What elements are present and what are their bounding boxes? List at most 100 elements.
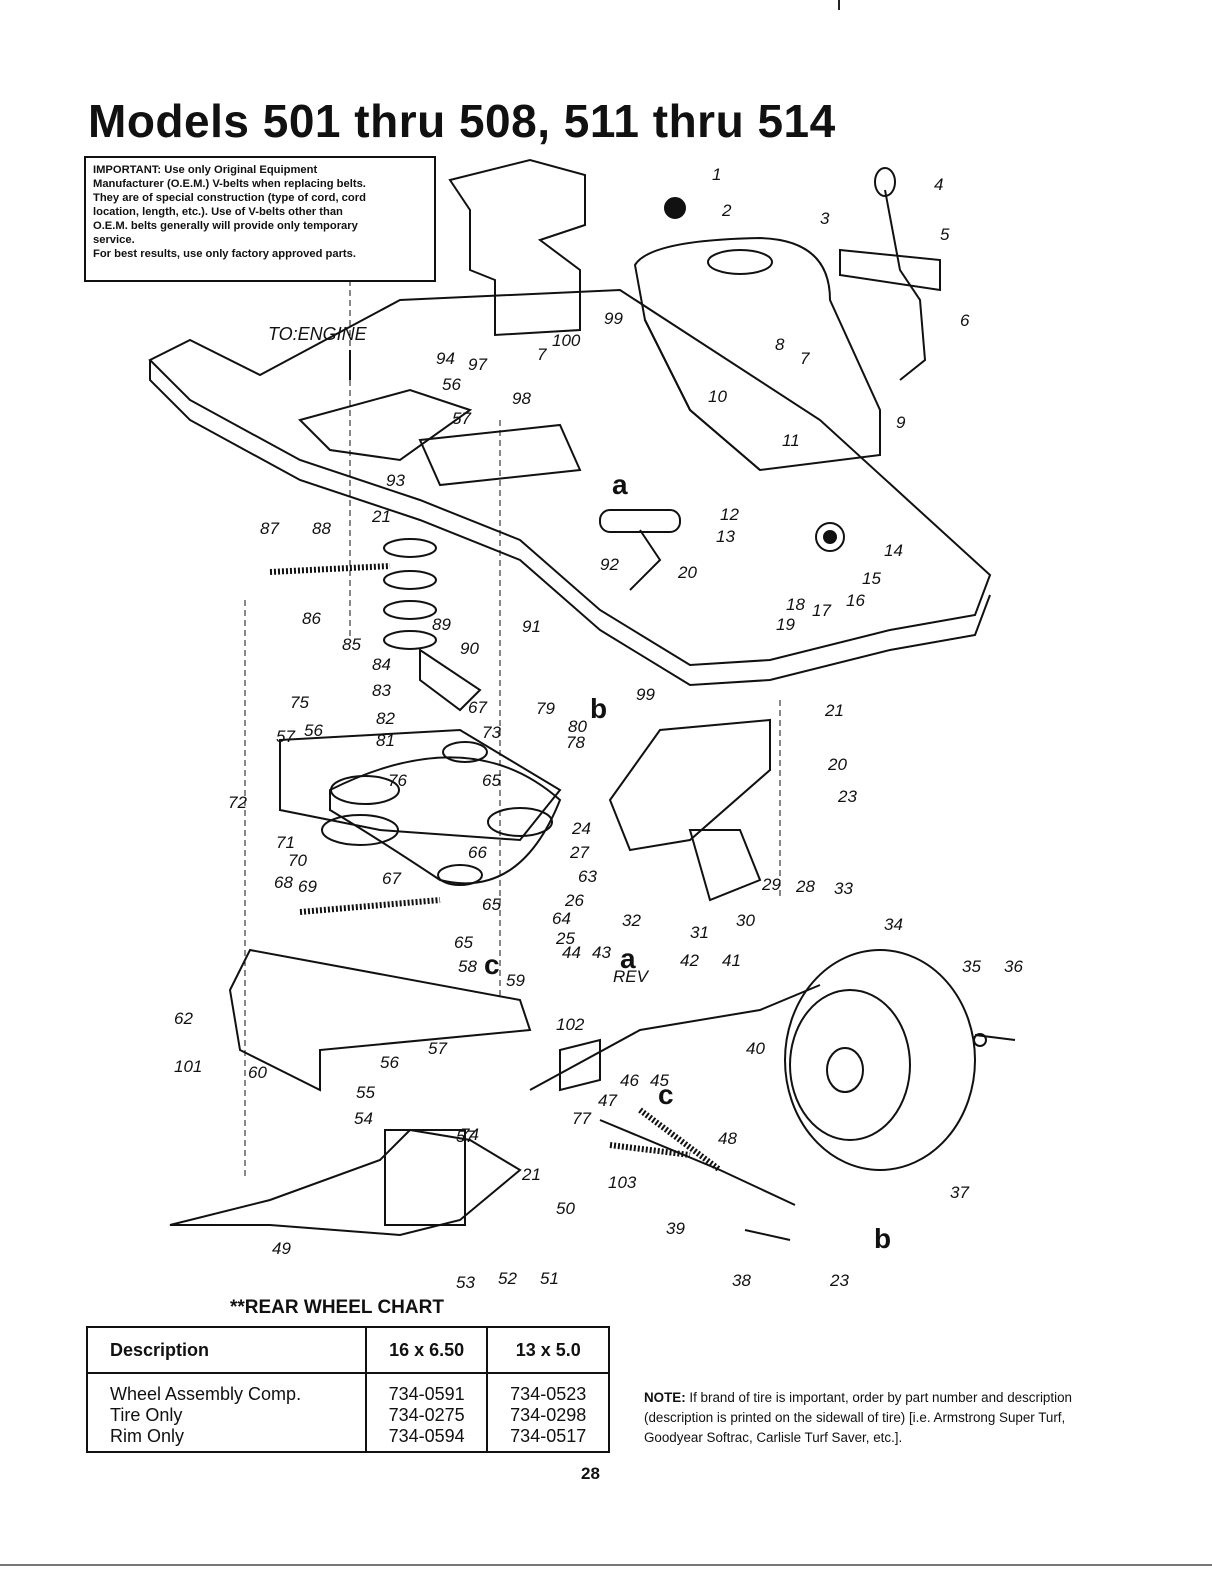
callout: 73 [482,723,501,742]
notice-line: service. [93,234,135,246]
spring [269,563,391,575]
callout: 98 [512,389,531,408]
callout: 18 [786,595,805,614]
callout: 7 [800,349,810,368]
spring [638,1107,722,1173]
callout: 11 [782,431,800,450]
callout: 53 [456,1273,475,1292]
spring [299,897,441,915]
callout: 57 [456,1127,475,1146]
plate [383,570,437,590]
callout: 12 [720,505,739,524]
callout: 59 [506,971,525,990]
callout: 64 [552,909,571,928]
callout: 56 [442,375,461,394]
callout: 21 [521,1165,541,1184]
callout: 55 [356,1083,375,1102]
callout: 56 [380,1053,399,1072]
notice-line: location, length, etc.). Use of V-belts … [93,206,343,218]
exploded-parts-diagram: TO:ENGINE 1 2 3 4 5 6 7 7 8 9 10 11 12 1… [148,158,1023,1292]
notice-line: O.E.M. belts generally will provide only… [93,220,358,232]
pulley [330,775,400,805]
callout: 66 [468,843,487,862]
shift-lever [884,189,927,381]
table-cell: 734-0591 [364,1373,488,1405]
washer [973,1033,987,1047]
letter-callouts: a a b b c c [484,469,891,1254]
callout: 88 [312,519,331,538]
callout: 93 [386,471,405,490]
callout: 57 [452,409,471,428]
callout: 33 [834,879,853,898]
letter-callout: a [620,943,636,974]
wheel-rim [789,989,911,1141]
plate [383,538,437,558]
callout: 58 [458,957,477,976]
callout: 57 [428,1039,447,1058]
callout: 70 [288,851,307,870]
callout: 2 [721,201,732,220]
spring [609,1142,691,1158]
drive-bracket [279,728,562,842]
callout: 82 [376,709,395,728]
callout: 45 [650,1071,669,1090]
page-number: 28 [581,1464,600,1483]
transaxle-case [384,1129,466,1226]
callout: 60 [248,1063,267,1082]
callout: 86 [302,609,321,628]
callout: 6 [960,311,970,330]
rear-tire [784,949,976,1171]
callout: 30 [736,911,755,930]
letter-callout: b [590,693,607,724]
callout: 16 [846,591,865,610]
callout: 99 [636,685,655,704]
callout: 4 [934,175,943,194]
callout: 67 [468,698,487,717]
important-notice-box: IMPORTANT: Use only Original Equipment M… [84,156,436,282]
column-header: Description [87,1327,366,1374]
callout: 47 [598,1091,617,1110]
page-title: Models 501 thru 508, 511 thru 514 [88,95,836,147]
callout: 75 [290,693,309,712]
callout: 99 [604,309,623,328]
plate [383,600,437,620]
callout: 85 [342,635,361,654]
callout: 63 [578,867,597,886]
dash-panel [633,236,881,472]
callout: 21 [824,701,844,720]
diagram-linework [148,158,1016,1241]
table-cell: 734-0594 [364,1426,488,1452]
brake-assembly [688,829,762,902]
callout: 102 [556,1015,585,1034]
callout: 68 [274,873,293,892]
callout: 65 [454,933,473,952]
callout: 29 [761,875,781,894]
callout: 50 [556,1199,575,1218]
callout: 17 [812,601,831,620]
callout: 65 [482,895,501,914]
callout: 38 [732,1271,751,1290]
callout: 100 [552,331,581,350]
table-row: Wheel Assembly Comp. 734-0591 734-0523 [87,1373,609,1405]
letter-callout: c [658,1079,674,1110]
plate [418,423,582,487]
callout: 43 [592,943,611,962]
callout: 62 [174,1009,193,1028]
callout: 89 [432,615,451,634]
engine-label: TO:ENGINE [268,324,368,344]
table-cell: 734-0523 [486,1373,609,1405]
callout: 84 [372,655,391,674]
column-header: 13 x 5.0 [486,1327,609,1374]
callout: 36 [1004,957,1023,976]
callout: 7 [537,345,547,364]
pulley [321,814,399,846]
top-edge-mark [838,0,840,10]
callout: 103 [608,1173,637,1192]
tire-note: NOTE: If brand of tire is important, ord… [644,1388,1100,1448]
frame-lower-edge [149,360,991,687]
notice-line: IMPORTANT: Use only Original Equipment [93,164,318,176]
table-cell: Rim Only [110,1426,185,1446]
callout: 31 [690,923,709,942]
shift-rod [529,984,821,1091]
callout: 40 [746,1039,765,1058]
